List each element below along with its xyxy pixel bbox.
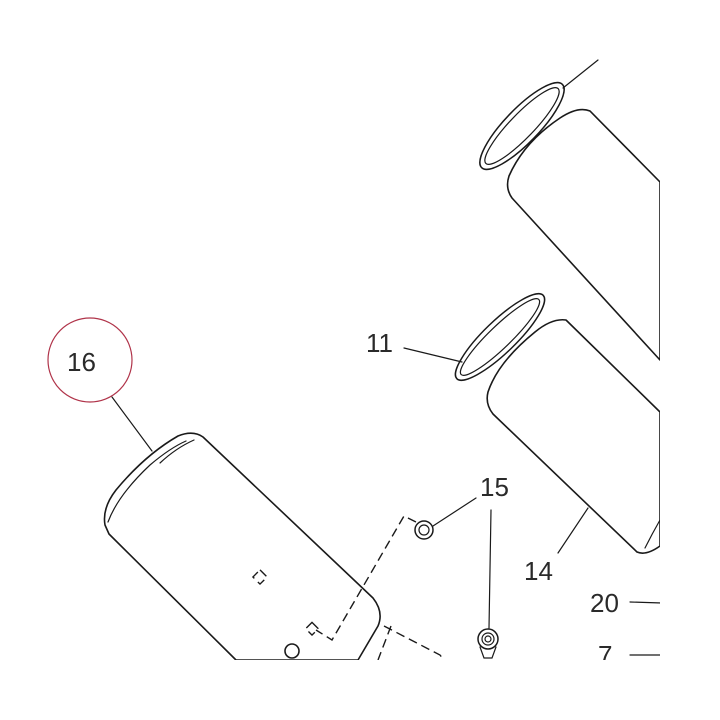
dashed-guide-2 [383,625,449,666]
leader-lines [111,347,663,656]
callout-16[interactable]: 16 [67,347,96,377]
cylinder-14 [486,318,661,554]
callout-15[interactable]: 15 [480,472,509,502]
callout-11[interactable]: 11 [366,328,393,358]
leader-11 [403,347,463,363]
callout-14[interactable]: 14 [524,556,553,586]
upper-cylinder [506,108,661,361]
leader-16 [111,396,153,452]
screw-lower [477,628,499,659]
bottom-margin-mask [0,660,720,720]
small-hole [284,643,300,659]
right-margin-mask [660,0,720,720]
upper-cylinder-assembly [479,59,661,361]
dashed-guide-1 [315,515,417,641]
cylinder-16-assembly [103,432,381,661]
ring-11 [454,293,546,381]
highlight-circle [47,317,133,403]
hole-marker-1 [251,568,269,586]
screw-upper [414,520,434,540]
hole-marker-2 [304,621,320,637]
callout-20[interactable]: 20 [590,588,619,618]
callout-labels: 16 11 15 14 20 7 [67,328,619,670]
leader-20 [629,601,663,604]
cylinder-16 [103,432,381,661]
leader-15b [488,509,492,629]
middle-cylinder-assembly [454,293,661,554]
leader-14 [557,507,589,554]
upper-ring [479,81,565,171]
leader-15a [432,497,477,527]
